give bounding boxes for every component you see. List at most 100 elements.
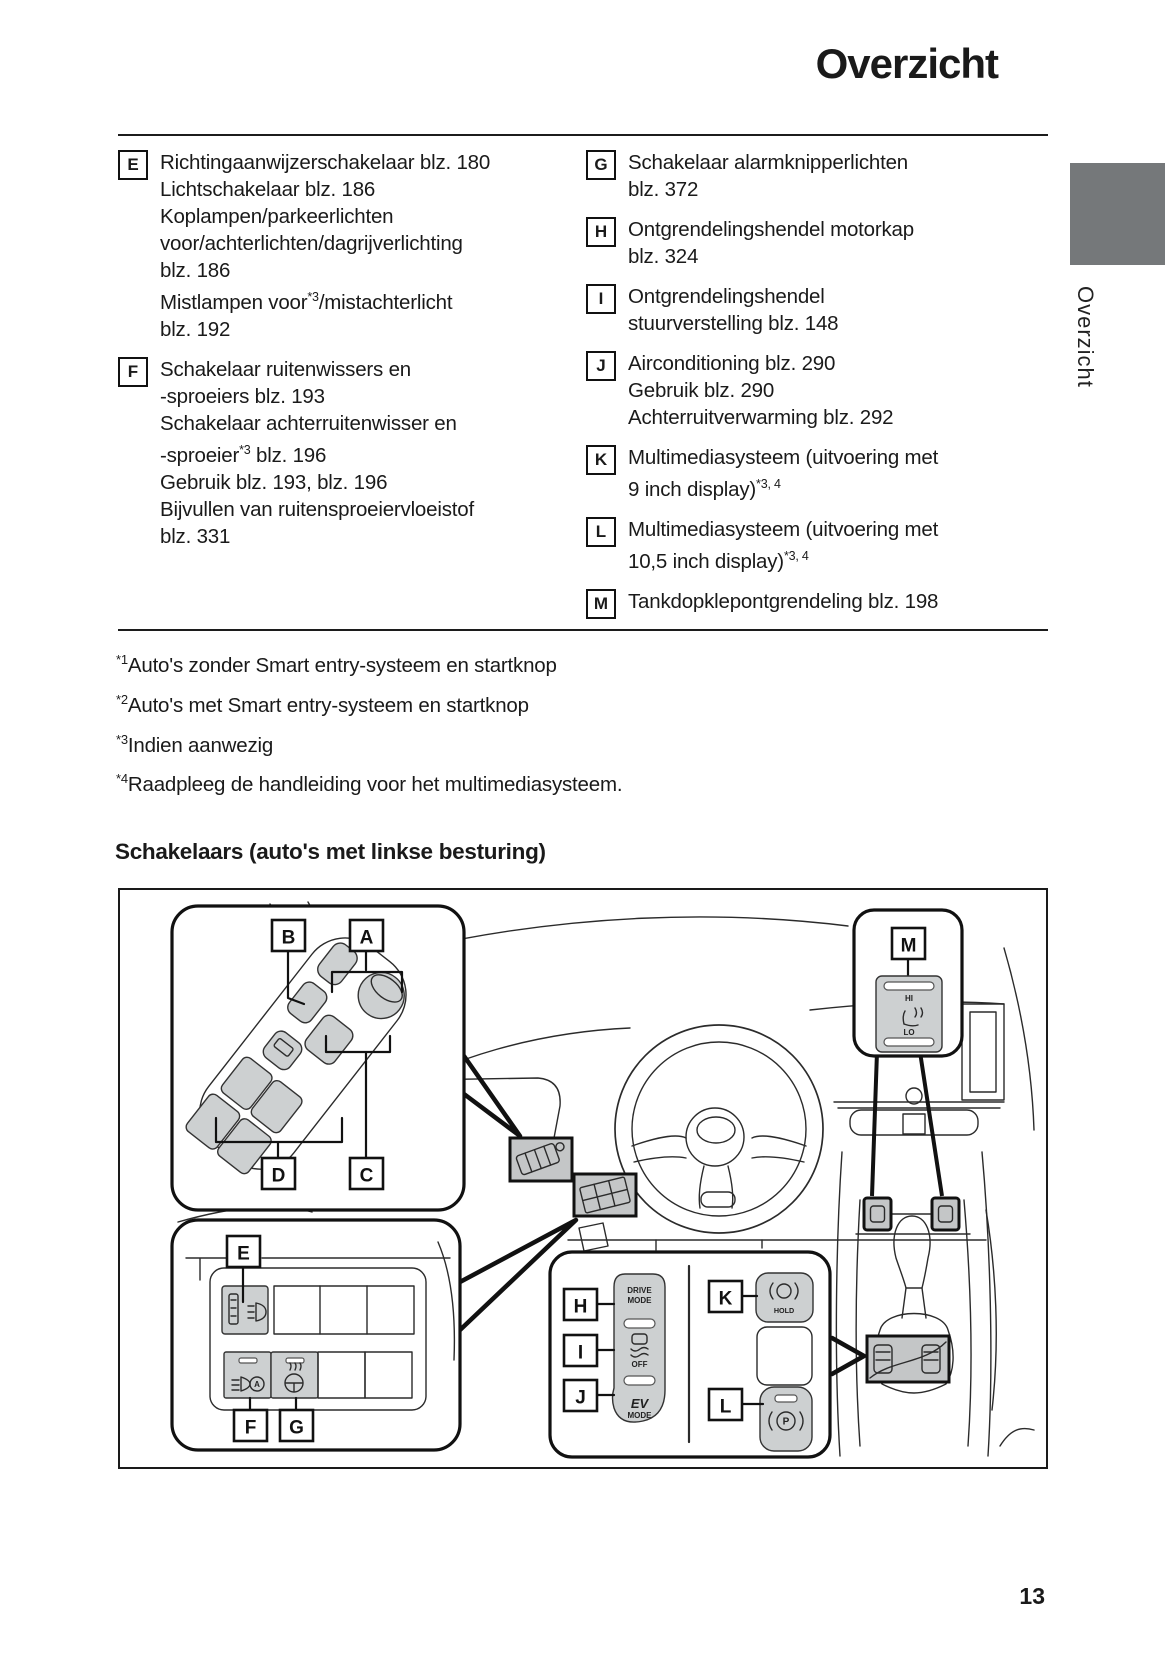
console-switch-right <box>930 1196 961 1232</box>
traction-off-label: OFF <box>632 1360 648 1369</box>
auto-highbeam-switch: A <box>223 1351 272 1399</box>
drive-controls-inset: DRIVE MODE OFF EV MODE H <box>548 1250 832 1459</box>
svg-text:A: A <box>254 1380 260 1389</box>
callout-ref-f: F <box>118 356 148 387</box>
callout-a-label: A <box>360 928 374 949</box>
callout-f: F <box>232 1408 269 1443</box>
callout-j-label: J <box>575 1388 586 1409</box>
footnotes: *1Auto's zonder Smart entry-systeem en s… <box>116 652 623 811</box>
blank-switch-area <box>756 1326 813 1386</box>
callout-fg-leaders <box>248 1396 298 1412</box>
center-display-sketch <box>849 1003 1005 1136</box>
switch-location-diagram: B A D C <box>118 888 1048 1469</box>
section-heading: Schakelaars (auto's met linkse besturing… <box>115 839 546 864</box>
callout-d: D <box>260 1156 297 1191</box>
callout-k-label: K <box>719 1289 733 1310</box>
legend-item-text: Schakelaar ruitenwissers en-sproeiers bl… <box>160 357 474 548</box>
steering-heater-switch <box>270 1351 319 1399</box>
callout-c: C <box>348 1156 385 1191</box>
callout-d-leader <box>214 1116 344 1160</box>
callout-hij-leaders <box>595 1302 616 1397</box>
callout-i: I <box>562 1333 599 1368</box>
headlight-leveling-switch <box>221 1285 269 1335</box>
legend-item-m: M Tankdopklepontgrendeling blz. 198 <box>586 588 1048 619</box>
callout-ref-l: L <box>586 516 616 547</box>
callout-b: B <box>270 918 307 953</box>
callout-a: A <box>348 918 385 953</box>
callout-kl-leaders <box>740 1294 765 1406</box>
callout-i-label: I <box>578 1343 583 1364</box>
callout-ref-h: H <box>586 217 616 247</box>
callout-g: G <box>278 1408 315 1443</box>
callout-ref-g: G <box>586 150 616 180</box>
heated-seat-icon <box>902 1007 924 1027</box>
footnote-4: *4Raadpleeg de handleiding voor het mult… <box>116 771 623 797</box>
drive-mode-label-1: DRIVE <box>627 1286 652 1295</box>
page-title: Overzicht <box>815 40 999 87</box>
door-armrest-sketch <box>185 937 407 1175</box>
footnote-2: *2Auto's met Smart entry-systeem en star… <box>116 691 529 717</box>
arrow-door-inset <box>461 1053 523 1139</box>
callout-ref-m: M <box>586 588 616 619</box>
callout-a-leader <box>330 949 404 994</box>
callout-d-label: D <box>272 1166 286 1187</box>
callout-k: K <box>707 1279 744 1314</box>
dash-switch-location-highlight <box>572 1172 638 1218</box>
callout-ref-k: K <box>586 445 616 475</box>
seat-heater-hi-label: HI <box>905 994 913 1003</box>
parking-brake-label: P <box>783 1417 790 1428</box>
console-lines <box>855 1213 971 1235</box>
callout-e: E <box>225 1234 262 1269</box>
footnote-1: *1Auto's zonder Smart entry-systeem en s… <box>116 652 557 677</box>
callout-ref-i: I <box>586 284 616 314</box>
brake-hold-button: HOLD <box>755 1272 814 1323</box>
callout-l-label: L <box>720 1397 732 1418</box>
callout-c-leader <box>324 1034 392 1160</box>
console-switch-left <box>862 1196 893 1232</box>
m-leader-lines <box>870 1051 944 1197</box>
dash-switch-inset: A E <box>170 1218 462 1452</box>
empty-switch-slot <box>364 1351 413 1399</box>
callout-e-label: E <box>237 1244 250 1265</box>
arrow-dash-inset <box>457 1217 579 1333</box>
callout-c-label: C <box>360 1166 374 1187</box>
chapter-side-label: Overzicht <box>1073 286 1098 388</box>
door-switch-inset: B A D C <box>170 904 466 1212</box>
top-rule <box>118 134 1048 136</box>
callout-m-label: M <box>901 936 917 957</box>
callout-l: L <box>707 1387 744 1422</box>
callout-h-label: H <box>574 1297 588 1318</box>
console-panel-highlight <box>865 1334 951 1384</box>
door-switch-location-highlight <box>508 1136 574 1183</box>
parking-brake-button: P <box>759 1386 813 1452</box>
ev-mode-label-1: EV <box>631 1396 650 1411</box>
legend-item-text: Tankdopklepontgrendeling blz. 198 <box>628 589 939 613</box>
brake-hold-label: HOLD <box>774 1306 794 1315</box>
callout-j: J <box>562 1378 599 1413</box>
ev-mode-label-2: MODE <box>628 1411 653 1420</box>
callout-m: M <box>890 926 927 961</box>
callout-ref-e: E <box>118 150 148 180</box>
callout-b-leader <box>286 949 306 1006</box>
footnote-3: *3Indien aanwezig <box>116 731 274 757</box>
page-number: 13 <box>1019 1583 1045 1609</box>
legend-item-f: F Schakelaar ruitenwissers en-sproeiers b… <box>118 356 580 550</box>
drive-mode-stalk: DRIVE MODE OFF EV MODE <box>611 1273 666 1423</box>
drive-mode-label-2: MODE <box>628 1296 653 1305</box>
